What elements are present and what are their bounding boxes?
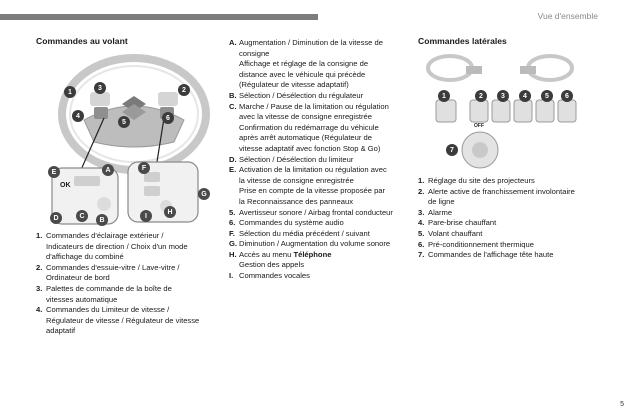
list-item: D.Sélection / Désélection du limiteur	[229, 154, 354, 164]
list-item: 7.Commandes de l'affichage tête haute	[418, 250, 554, 260]
right-legend-list: 1.Réglage du site des projecteurs 2.Aler…	[418, 176, 602, 261]
list-item: F.Sélection du média précédent / suivant	[229, 228, 370, 238]
callout-D: D	[50, 212, 62, 224]
section-title: Vue d'ensemble	[537, 11, 598, 21]
list-item: 4.Pare-brise chauffant	[418, 218, 497, 228]
list-item: 1.Commandes d'éclairage extérieur /Indic…	[36, 231, 188, 262]
callout-5: 5	[118, 116, 130, 128]
steering-wheel-illustration	[51, 54, 210, 225]
list-item: 3.Alarme	[418, 207, 453, 217]
callout-G: G	[198, 188, 210, 200]
callout-I: I	[140, 210, 152, 222]
list-item: 4.Commandes du Limiteur de vitesse /Régu…	[36, 305, 200, 336]
callout-H: H	[164, 206, 176, 218]
list-item: C.Marche / Pause de la limitation ou rég…	[229, 101, 389, 153]
callout-1: 1	[438, 90, 450, 102]
list-item: 1.Réglage du site des projecteurs	[418, 176, 535, 185]
right-title: Commandes latérales	[418, 36, 507, 46]
callout-4: 4	[519, 90, 531, 102]
ok-button-label: OK	[60, 182, 71, 189]
side-controls-figure: 1 2 3 4 5 6 7 OFF	[420, 52, 580, 170]
callout-2: 2	[475, 90, 487, 102]
callout-7: 7	[446, 144, 458, 156]
callout-5: 5	[541, 90, 553, 102]
list-item: I.Commandes vocales	[229, 271, 310, 281]
list-item: 5.Avertisseur sonore / Airbag frontal co…	[229, 207, 393, 217]
side-controls-illustration	[426, 54, 577, 169]
callout-1: 1	[64, 86, 76, 98]
list-item: E.Activation de la limitation ou régulat…	[229, 165, 387, 206]
callout-F: F	[138, 162, 150, 174]
callout-3: 3	[497, 90, 509, 102]
left-legend-list: 1.Commandes d'éclairage extérieur /Indic…	[36, 231, 232, 337]
callout-2: 2	[178, 84, 190, 96]
list-item: A.Augmentation / Diminution de la vitess…	[229, 38, 383, 90]
steering-wheel-figure: 1 2 3 4 5 6 A B C D E F G H I OK	[44, 52, 214, 228]
callout-6: 6	[561, 90, 573, 102]
callout-C: C	[76, 210, 88, 222]
list-item: 5.Volant chauffant	[418, 228, 483, 238]
callout-3: 3	[94, 82, 106, 94]
left-title: Commandes au volant	[36, 36, 128, 46]
list-item: 2.Alerte active de franchissement involo…	[418, 186, 575, 207]
list-item: 6.Pré-conditionnement thermique	[418, 239, 534, 249]
middle-legend-list: A.Augmentation / Diminution de la vitess…	[229, 38, 415, 282]
list-item: 6.Commandes du système audio	[229, 218, 344, 228]
callout-B: B	[96, 214, 108, 226]
callout-4: 4	[72, 110, 84, 122]
header-bar	[0, 14, 318, 20]
page-number: 5	[620, 401, 624, 408]
callout-6: 6	[162, 112, 174, 124]
list-item: 2.Commandes d'essuie-vitre / Lave-vitre …	[36, 262, 180, 283]
callout-E: E	[48, 166, 60, 178]
list-item: G.Diminution / Augmentation du volume so…	[229, 239, 391, 249]
list-item: B.Sélection / Désélection du régulateur	[229, 90, 364, 100]
off-label: OFF	[474, 123, 484, 129]
callout-A: A	[102, 164, 114, 176]
